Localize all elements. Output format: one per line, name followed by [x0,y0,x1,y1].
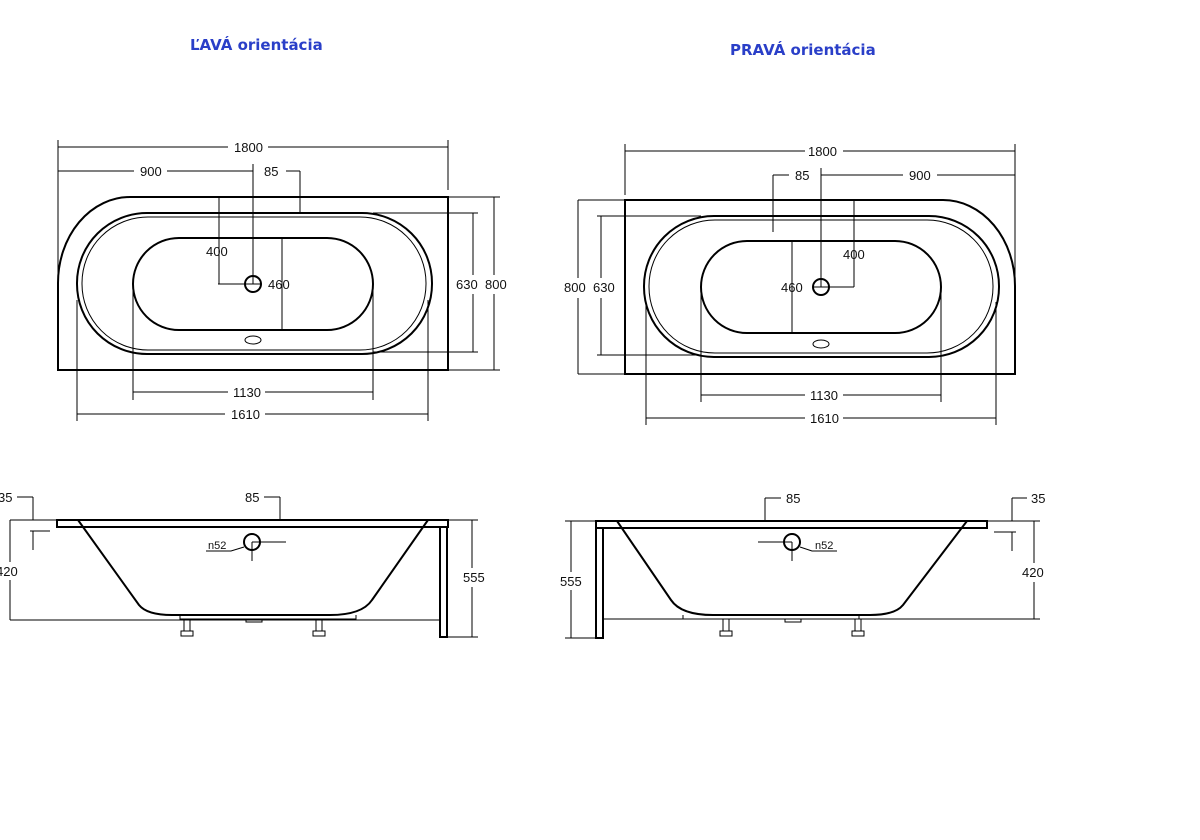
left-dim-overflow-offset: 85 [264,164,278,179]
left-dim-inner-width: 630 [456,277,478,292]
right-top-view [577,144,1016,425]
left-dim-outer-width: 800 [485,277,507,292]
left-orientation-title: ĽAVÁ orientácia [190,36,323,54]
right-foot-1 [719,618,733,637]
right-dim-inner-width: 630 [593,280,615,295]
left-foot-1 [180,618,194,637]
left-dim-length: 1800 [234,140,263,155]
left-side-dim-overflow-diameter: n52 [208,540,226,552]
left-side-view [9,496,478,638]
right-orientation-title: PRAVÁ orientácia [730,41,876,59]
right-dim-inner-length: 1610 [810,411,839,426]
left-top-view [57,140,500,421]
left-dim-drain-offset: 400 [206,244,228,259]
left-side-dim-rim: 35 [0,490,12,505]
right-side-dim-total-height: 555 [560,574,582,589]
right-side-dim-depth: 420 [1022,565,1044,580]
right-side-dim-overflow-offset: 85 [786,491,800,506]
right-foot-2 [851,618,865,637]
left-dim-half-length: 900 [140,164,162,179]
left-dim-inner-bottom-width: 460 [268,277,290,292]
right-side-view [565,497,1040,639]
left-foot-2 [312,618,326,637]
right-dim-drain-offset: 400 [843,247,865,262]
right-dim-inner-bottom-length: 1130 [810,388,838,403]
right-dim-length: 1800 [808,144,837,159]
left-side-dim-depth: 420 [0,564,18,579]
right-dim-inner-bottom-width: 460 [781,280,803,295]
left-side-dim-total-height: 555 [463,570,485,585]
right-side-dim-overflow-diameter: n52 [815,540,833,552]
left-dim-inner-length: 1610 [231,407,260,422]
left-side-dim-overflow-offset: 85 [245,490,259,505]
right-dim-overflow-offset: 85 [795,168,809,183]
right-dim-outer-width: 800 [564,280,586,295]
right-dim-half-length: 900 [909,168,931,183]
left-dim-inner-bottom-length: 1130 [233,385,261,400]
right-side-dim-rim: 35 [1031,491,1045,506]
